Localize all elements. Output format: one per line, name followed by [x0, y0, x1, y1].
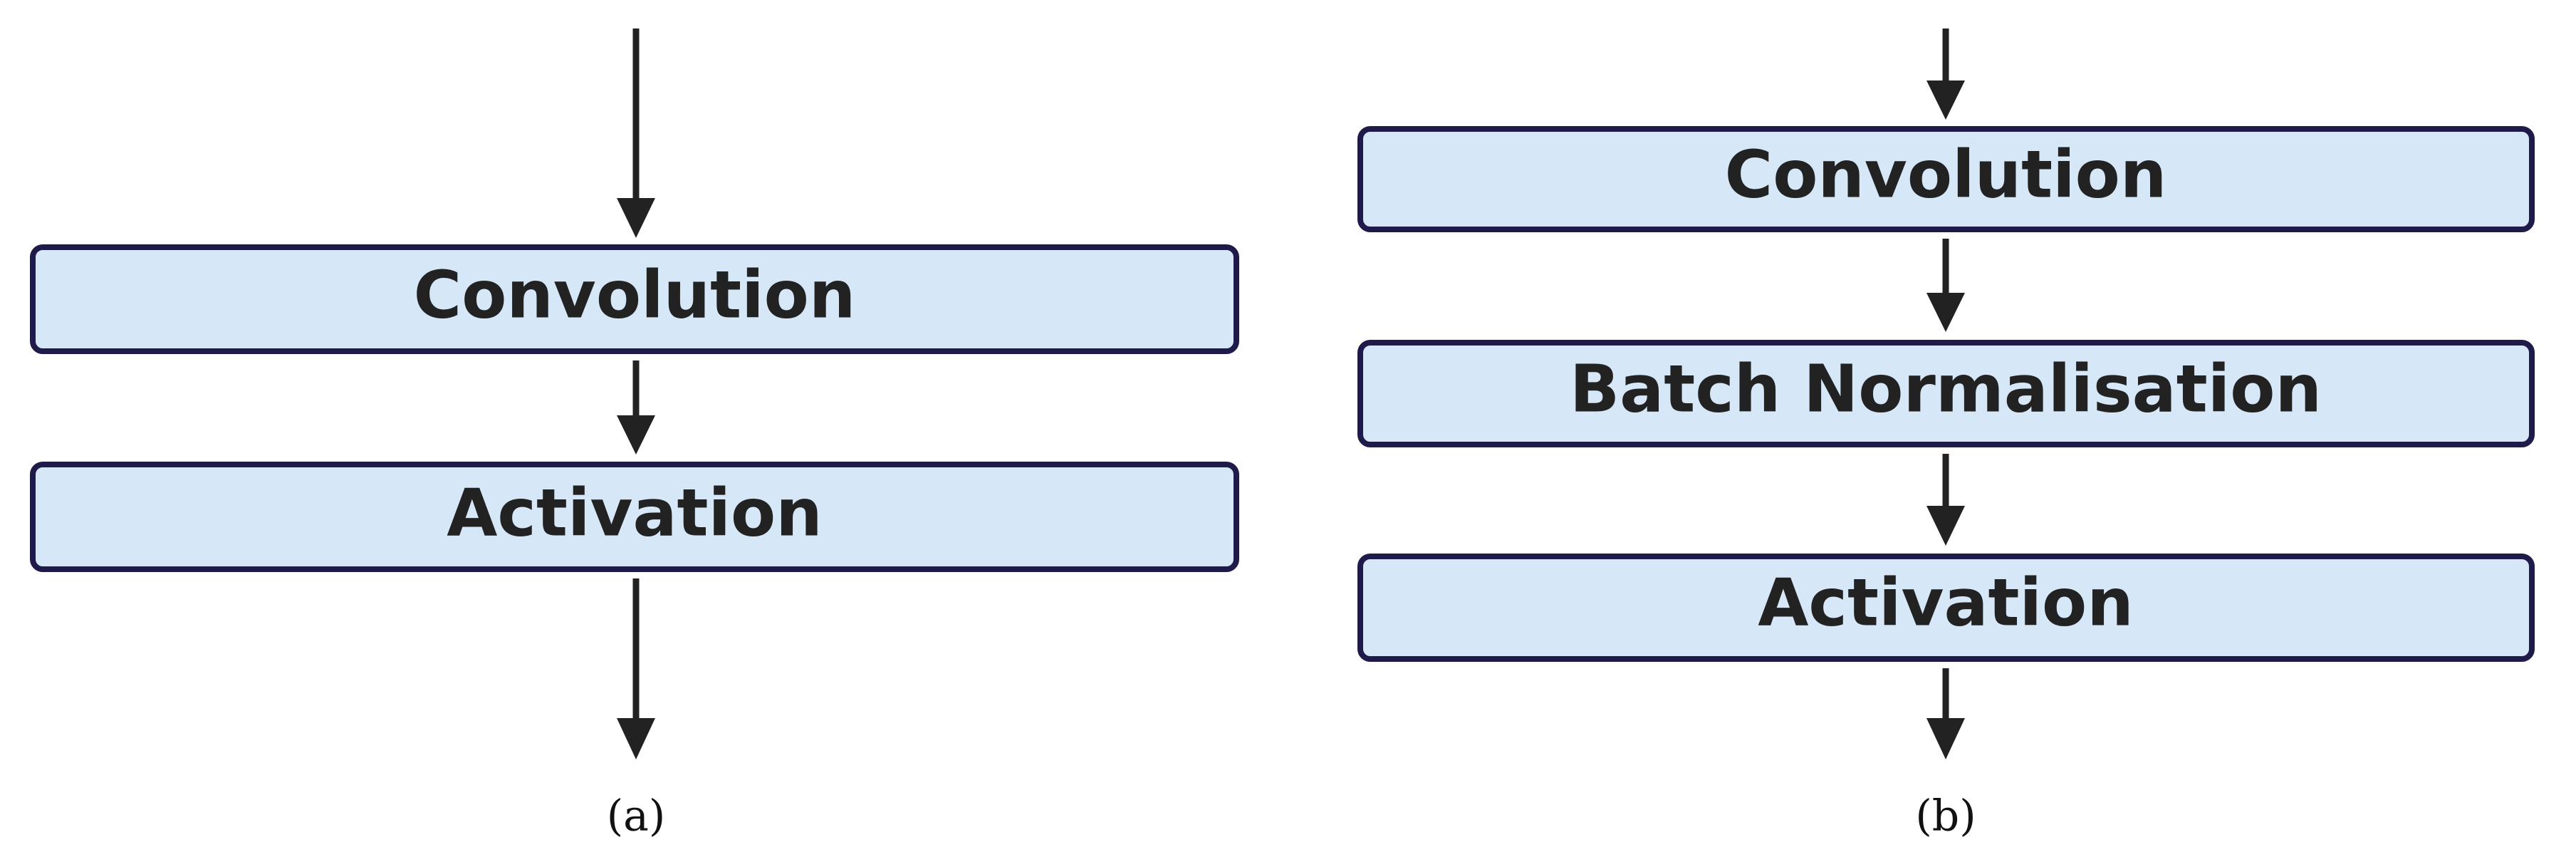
panel-b-block-batch-normalisation-label: Batch Normalisation — [1570, 351, 2322, 427]
panel-b-arrow-4 — [1926, 668, 1965, 759]
panel-b-block-convolution-label: Convolution — [1725, 136, 2167, 212]
panel-a-arrow-2 — [617, 360, 655, 455]
panel-b-caption: (b) — [1915, 791, 1976, 841]
panel-a-caption: (a) — [607, 791, 666, 841]
panel-b-arrow-2 — [1926, 239, 1965, 332]
panel-a-block-convolution: Convolution — [30, 244, 1239, 354]
panel-a-arrow-3 — [617, 578, 655, 759]
panel-b-block-convolution: Convolution — [1357, 126, 2535, 232]
panel-a-block-activation-label: Activation — [447, 474, 823, 551]
panel-b-block-activation: Activation — [1357, 554, 2535, 662]
panel-b-arrow-1 — [1926, 28, 1965, 120]
panel-a-block-activation: Activation — [30, 462, 1239, 572]
panel-b-arrow-3 — [1926, 454, 1965, 546]
panel-b-block-activation-label: Activation — [1758, 564, 2134, 640]
panel-b: Convolution Batch Normalisation Activati… — [1357, 28, 2535, 841]
panel-a-block-convolution-label: Convolution — [414, 256, 856, 333]
panel-a: Convolution Activation (a) — [30, 28, 1239, 841]
panel-a-arrow-1 — [617, 28, 655, 238]
panel-b-block-batch-normalisation: Batch Normalisation — [1357, 340, 2535, 447]
